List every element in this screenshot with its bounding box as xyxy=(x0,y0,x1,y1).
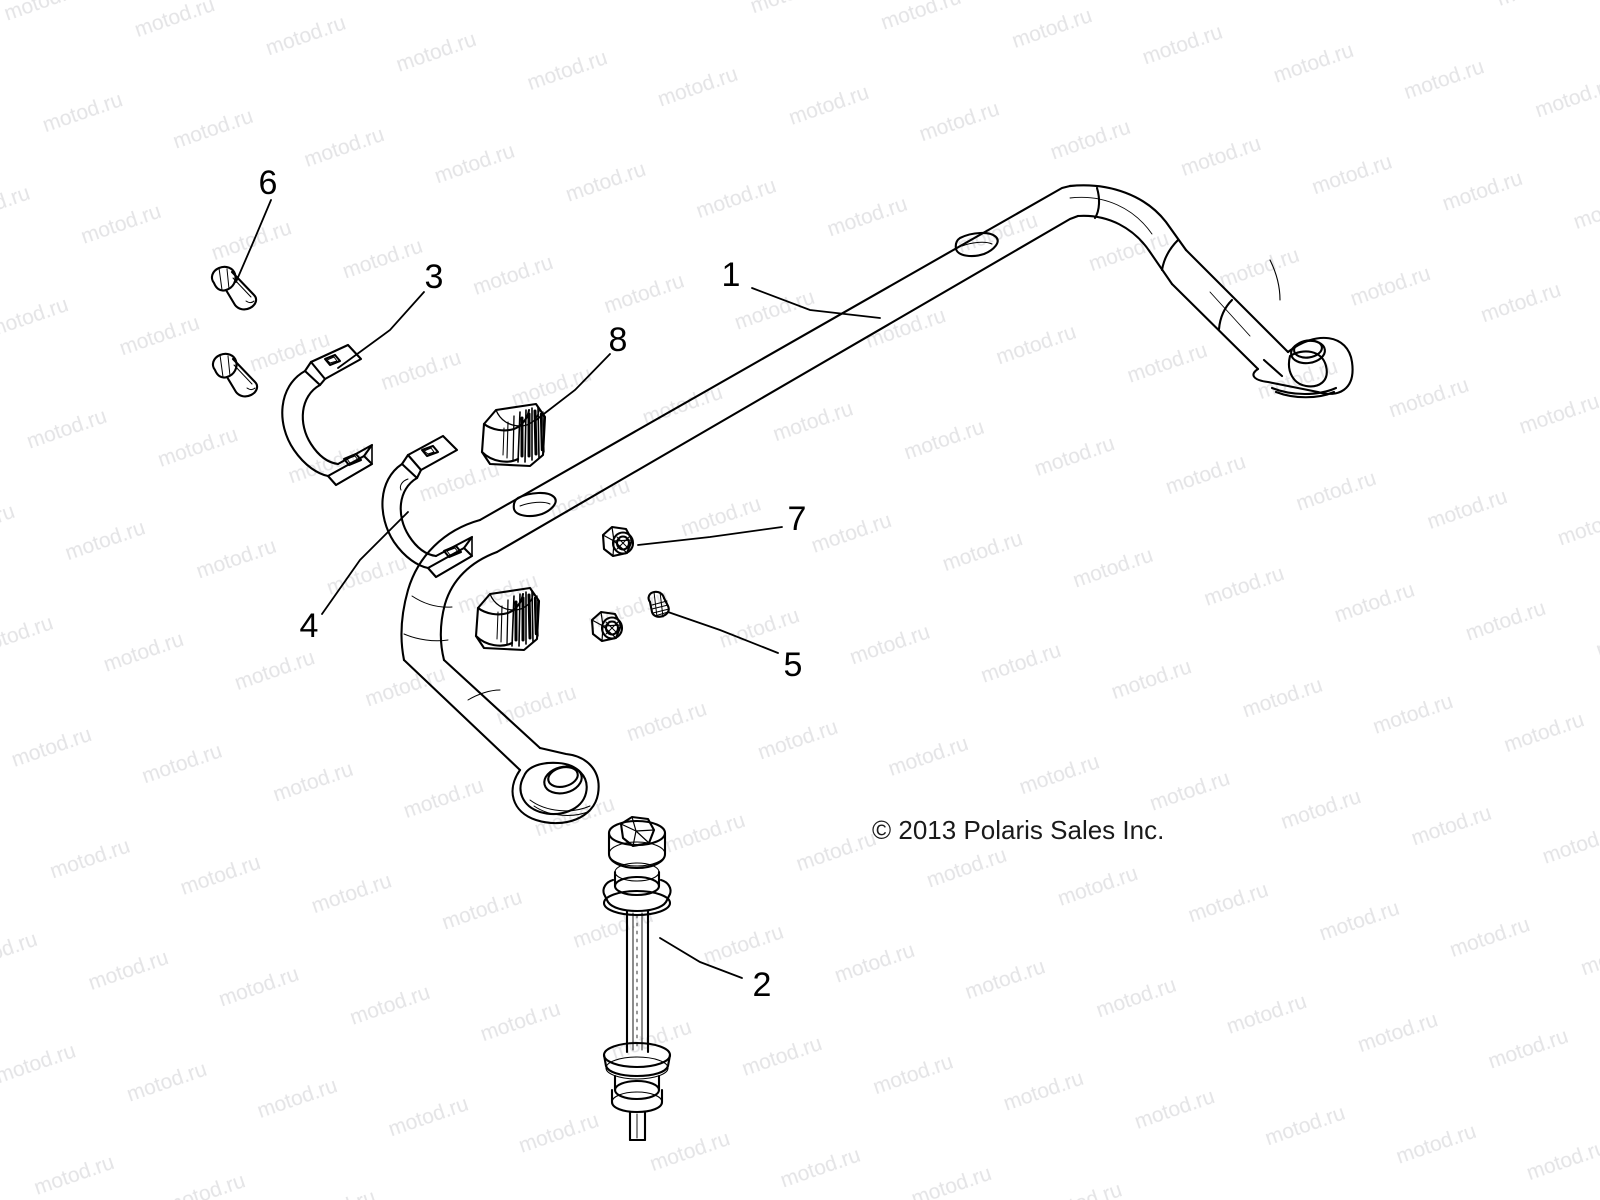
callout-number-7: 7 xyxy=(787,500,807,538)
callout-number-5: 5 xyxy=(783,646,803,684)
callout-number-8: 8 xyxy=(608,321,628,359)
callout-number-1: 1 xyxy=(721,256,741,294)
callout-number-3: 3 xyxy=(424,258,444,296)
callout-number-6: 6 xyxy=(258,164,278,202)
copyright-notice: © 2013 Polaris Sales Inc. xyxy=(872,815,1165,845)
callout-number-2: 2 xyxy=(752,966,772,1004)
callout-number-4: 4 xyxy=(299,607,319,645)
